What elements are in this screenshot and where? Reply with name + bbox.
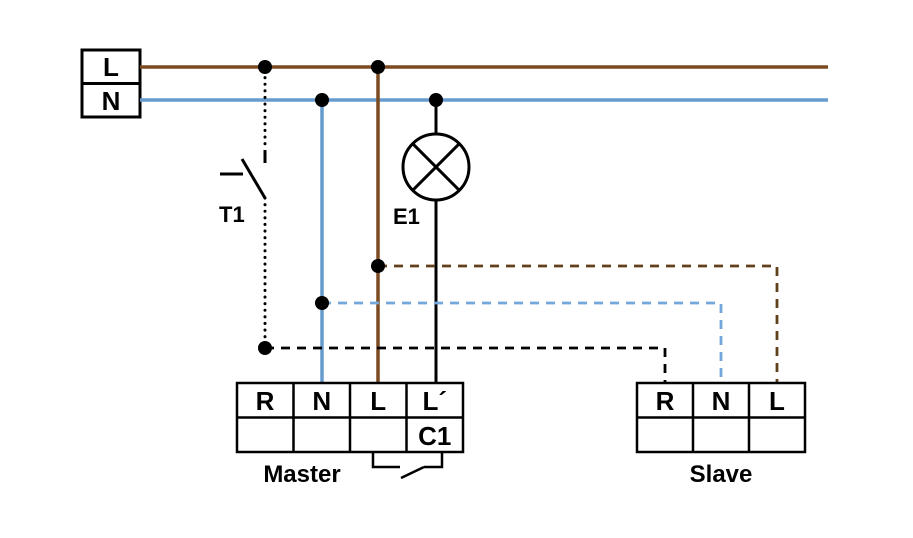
supply-n-label: N: [102, 86, 121, 116]
master-terminal-r: R: [256, 386, 275, 416]
relay-contact-left: [371, 452, 400, 469]
slave-terminal-l: L: [769, 386, 785, 416]
slave-terminal-r: R: [656, 386, 675, 416]
relay-contact-right: [424, 452, 444, 469]
slave-caption: Slave: [690, 461, 753, 488]
slave-terminal-n: N: [712, 386, 731, 416]
junction-dot: [429, 93, 443, 107]
junction-dot: [315, 296, 329, 310]
junction-dots: [258, 60, 443, 355]
relay-contact-blade: [400, 465, 425, 480]
slave-neutral-dashed-wire: [322, 301, 723, 383]
pushbutton-blade: [240, 158, 267, 199]
junction-dot: [258, 341, 272, 355]
pushbutton-branch: T1: [219, 69, 267, 346]
master-terminal-c1: C1: [418, 421, 451, 451]
slave-terminal-block: R N L Slave: [635, 381, 807, 488]
slave-signal-dashed-wire: [265, 346, 667, 383]
pushbutton-label: T1: [219, 202, 245, 227]
lamp-branch: E1: [393, 100, 471, 383]
master-terminal-l-prime: L´: [422, 386, 447, 416]
master-terminal-l: L: [370, 386, 386, 416]
master-terminal-n: N: [312, 386, 331, 416]
lamp-label: E1: [393, 204, 420, 229]
slave-phase-dashed-wire: [378, 264, 779, 383]
master-caption: Master: [263, 461, 340, 488]
junction-dot: [371, 60, 385, 74]
supply-l-label: L: [103, 52, 119, 82]
junction-dot: [258, 60, 272, 74]
master-terminal-block: R N L L´ C1 Master: [235, 381, 465, 488]
junction-dot: [371, 259, 385, 273]
lamp-cross-line-2: [411, 142, 461, 192]
junction-dot: [315, 93, 329, 107]
supply-terminal-box: L N: [80, 48, 142, 119]
